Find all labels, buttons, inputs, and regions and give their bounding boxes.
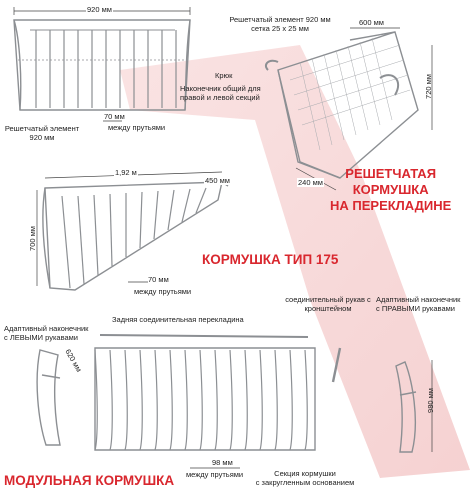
dim-600: 600 мм [358, 18, 385, 27]
grid-element-label-right: Решетчатый элемент 920 мм сетка 25 х 25 … [229, 15, 331, 33]
spacing-middle: 70 мм [148, 275, 169, 284]
bottom-feeder [36, 334, 417, 453]
highlight-band [120, 45, 470, 478]
spacing-top-left: 70 мм [104, 112, 125, 121]
dim-700: 700 мм [27, 226, 37, 251]
middle-feeder [42, 181, 229, 291]
spacing-note-middle: между прутьями [134, 287, 192, 296]
sleeve-label: соединительный рукав с кронштейном [285, 295, 371, 313]
spacing-note-bottom: между прутьями [186, 470, 244, 479]
hook-label: Крюк [215, 71, 233, 80]
spacing-bottom: 98 мм [212, 458, 233, 467]
section-label: Секция кормушки с закругленным основание… [255, 469, 355, 487]
dim-720: 720 мм [423, 74, 433, 99]
dim-450: 450 мм [204, 176, 231, 185]
grid-element-label-left: Решетчатый элемент 920 мм [4, 124, 80, 142]
dim-980: 980 мм [425, 388, 435, 413]
title-modular-feeder: МОДУЛЬНАЯ КОРМУШКА [4, 473, 175, 488]
rear-bar-label: Задняя соединительная перекладина [112, 315, 244, 324]
dim-top-left-width: 920 мм [86, 5, 113, 14]
dim-middle-width: 1,92 м [114, 168, 138, 177]
left-tip-label: Адаптивный наконечник с ЛЕВЫМИ рукавами [4, 324, 89, 342]
title-type-175: КОРМУШКА ТИП 175 [202, 252, 339, 267]
title-grid-feeder: РЕШЕТЧАТАЯ КОРМУШКА НА ПЕРЕКЛАДИНЕ [330, 166, 452, 213]
spacing-note-top-left: между прутьями [108, 123, 166, 132]
tip-note: Наконечник общий для правой и левой секц… [180, 84, 261, 102]
top-left-feeder [13, 19, 191, 111]
right-tip-label: Адаптивный наконечник с ПРАВЫМИ рукавами [376, 295, 461, 313]
top-right-feeder [264, 31, 419, 179]
dim-240: 240 мм [297, 178, 324, 187]
